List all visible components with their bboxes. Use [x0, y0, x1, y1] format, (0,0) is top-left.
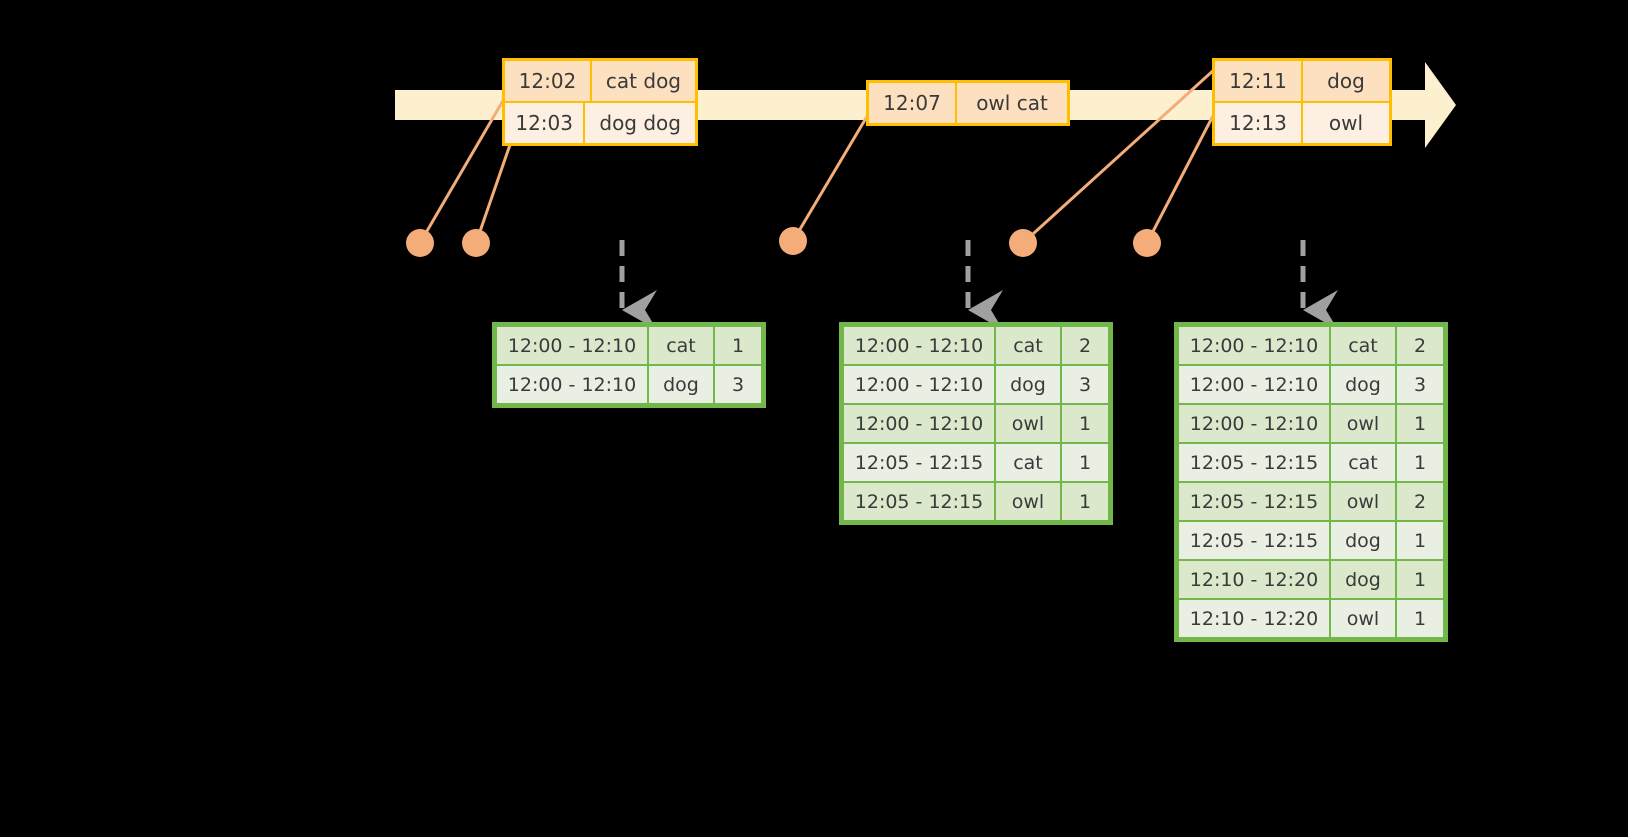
key-cell: owl	[1331, 483, 1395, 520]
count-cell: 1	[1397, 444, 1443, 481]
key-cell: owl	[996, 405, 1060, 442]
event-time: 12:11	[1215, 61, 1303, 101]
event-words: owl cat	[976, 91, 1048, 115]
connector-dot-2	[462, 229, 490, 257]
event-row: 12:03 dog dog	[505, 101, 695, 143]
count-cell: 1	[1397, 600, 1443, 637]
event-box-1[interactable]: 12:02 cat dog 12:03 dog dog	[502, 58, 698, 146]
event-time: 12:02	[505, 61, 592, 101]
dashed-arrow-group	[619, 240, 1338, 330]
event-box-2[interactable]: 12:07 owl cat	[866, 80, 1070, 126]
count-cell: 1	[1397, 405, 1443, 442]
count-cell: 2	[1397, 483, 1443, 520]
window-cell: 12:05 - 12:15	[1179, 444, 1329, 481]
window-cell: 12:00 - 12:10	[1179, 405, 1329, 442]
window-cell: 12:00 - 12:10	[497, 327, 647, 364]
window-cell: 12:00 - 12:10	[844, 366, 994, 403]
count-cell: 3	[715, 366, 761, 403]
window-cell: 12:00 - 12:10	[844, 327, 994, 364]
event-words: dog	[1327, 69, 1365, 93]
window-cell: 12:10 - 12:20	[1179, 561, 1329, 598]
connector-line-3	[791, 107, 874, 242]
key-cell: dog	[649, 366, 713, 403]
key-cell: dog	[996, 366, 1060, 403]
key-cell: owl	[1331, 405, 1395, 442]
count-cell: 1	[1062, 444, 1108, 481]
key-cell: dog	[1331, 366, 1395, 403]
event-words: cat dog	[605, 69, 681, 93]
connector-dot-3	[779, 227, 807, 255]
event-time: 12:07	[869, 83, 957, 123]
event-row: 12:11 dog	[1215, 61, 1389, 101]
count-cell: 1	[1062, 483, 1108, 520]
connector-dot-5	[1133, 229, 1161, 257]
window-cell: 12:00 - 12:10	[497, 366, 647, 403]
key-cell: cat	[1331, 444, 1395, 481]
key-cell: dog	[1331, 561, 1395, 598]
key-cell: cat	[996, 444, 1060, 481]
connector-dot-4	[1009, 229, 1037, 257]
event-row: 12:02 cat dog	[505, 61, 695, 101]
event-box-3[interactable]: 12:11 dog 12:13 owl	[1212, 58, 1392, 146]
event-row: 12:13 owl	[1215, 101, 1389, 143]
count-cell: 1	[1397, 522, 1443, 559]
count-cell: 2	[1397, 327, 1443, 364]
count-cell: 3	[1397, 366, 1443, 403]
event-row: 12:07 owl cat	[869, 83, 1067, 123]
event-words: owl	[1328, 111, 1364, 135]
window-cell: 12:00 - 12:10	[1179, 327, 1329, 364]
window-cell: 12:05 - 12:15	[844, 483, 994, 520]
count-cell: 1	[1062, 405, 1108, 442]
window-cell: 12:00 - 12:10	[1179, 366, 1329, 403]
key-cell: dog	[1331, 522, 1395, 559]
window-cell: 12:05 - 12:15	[1179, 483, 1329, 520]
count-cell: 2	[1062, 327, 1108, 364]
key-cell: owl	[1331, 600, 1395, 637]
key-cell: owl	[996, 483, 1060, 520]
event-words: dog dog	[599, 111, 681, 135]
key-cell: cat	[649, 327, 713, 364]
event-time: 12:03	[505, 103, 586, 143]
count-cell: 1	[715, 327, 761, 364]
window-cell: 12:00 - 12:10	[844, 405, 994, 442]
connector-line-5	[1145, 109, 1218, 244]
connector-dot-1	[406, 229, 434, 257]
key-cell: cat	[996, 327, 1060, 364]
window-cell: 12:10 - 12:20	[1179, 600, 1329, 637]
window-cell: 12:05 - 12:15	[1179, 522, 1329, 559]
window-cell: 12:05 - 12:15	[844, 444, 994, 481]
event-time: 12:13	[1215, 103, 1303, 143]
key-cell: cat	[1331, 327, 1395, 364]
count-cell: 3	[1062, 366, 1108, 403]
count-cell: 1	[1397, 561, 1443, 598]
